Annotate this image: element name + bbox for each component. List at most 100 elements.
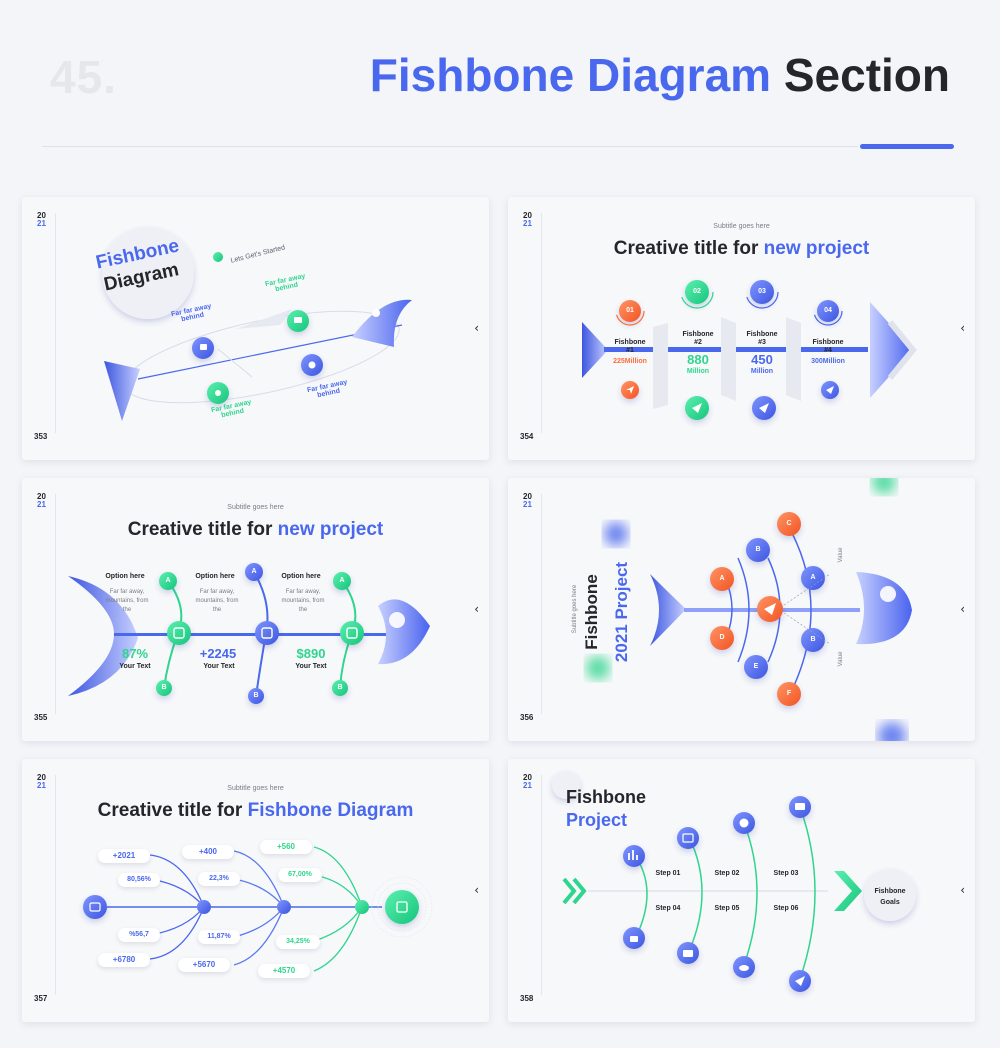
fin-1 <box>236 309 292 329</box>
home-icon <box>385 890 419 924</box>
node-label: A <box>810 574 816 581</box>
home-icon <box>167 621 191 645</box>
option-heading: Option here <box>195 573 235 580</box>
fishbone-steps-illustration <box>582 275 917 420</box>
option-heading: Option here <box>105 573 145 580</box>
slide-subtitle: Subtitle goes here <box>572 584 578 634</box>
header-divider <box>42 146 858 147</box>
slide-title-line2: Project <box>566 810 628 830</box>
fishbone-flow-illustration <box>83 846 433 972</box>
value-pill: +400 <box>182 845 234 859</box>
option-caption: Your Text <box>203 663 235 670</box>
node-b <box>248 688 264 704</box>
chevron-right-icon <box>834 871 862 911</box>
node-label: A <box>165 577 171 584</box>
slide-title: Creative title for new project <box>613 238 870 259</box>
chevron-left-icon[interactable]: ‹ <box>474 321 479 335</box>
section-number: 45. <box>50 51 117 103</box>
node-a <box>333 572 351 590</box>
step-label: Step 05 <box>714 905 740 912</box>
step-unit: Million <box>750 368 774 375</box>
step-badge-03 <box>750 280 774 304</box>
value-pill: 80,56% <box>118 873 160 887</box>
value-pill: +5670 <box>178 958 230 972</box>
chevron-right-icon <box>197 900 211 914</box>
slide-rule <box>55 775 56 995</box>
fish-head <box>352 299 412 347</box>
fish-tail <box>68 576 138 696</box>
option-body: Far far away, mountains, from the <box>105 589 149 613</box>
node-label: B <box>337 684 343 691</box>
value-pill: 11,87% <box>198 930 240 944</box>
page-number: 355 <box>34 713 48 722</box>
page-number: 358 <box>520 994 534 1003</box>
value-label: Value <box>838 651 844 667</box>
node-b <box>156 680 172 696</box>
node-a <box>159 572 177 590</box>
step-unit: Million <box>686 368 710 375</box>
section-title-blue: Fishbone Diagram <box>369 49 772 101</box>
fish-tail <box>650 574 686 646</box>
node-label: A <box>339 577 345 584</box>
step-name: Fishbone#3 <box>746 331 778 346</box>
chevron-right-icon <box>277 900 291 914</box>
node-label: A <box>719 575 725 582</box>
slide-title: Creative title for new project <box>127 519 384 540</box>
node-label: F <box>786 690 792 697</box>
page-number: 353 <box>34 432 48 441</box>
slide-subtitle: Subtitle goes here <box>713 223 770 230</box>
node-label: A <box>251 568 257 575</box>
calendar-icon <box>677 827 699 849</box>
node-label: B <box>253 692 259 699</box>
step-label: Step 02 <box>714 870 740 877</box>
chevron-left-icon[interactable]: ‹ <box>474 602 479 616</box>
step-number: 04 <box>824 307 832 314</box>
chevron-left-icon[interactable]: ‹ <box>960 883 965 897</box>
slide-title-line1: Fishbone <box>566 787 646 807</box>
section-title-dark: Section <box>783 49 950 101</box>
value-pill: +2021 <box>98 849 150 863</box>
fish-tail <box>582 322 608 378</box>
page-number: 354 <box>520 432 534 441</box>
step-label: Step 03 <box>773 870 799 877</box>
goal-bubble <box>864 869 916 921</box>
fish-head <box>378 599 430 665</box>
step-number: 02 <box>693 288 701 295</box>
step-value: 450 <box>751 352 773 367</box>
chevron-right-icon <box>355 900 369 914</box>
step-badge-02 <box>685 280 709 304</box>
value-pill: %56,7 <box>118 928 160 942</box>
option-body: Far far away, mountains, from the <box>195 589 239 613</box>
bar-chart-icon <box>623 845 645 867</box>
step-label: Step 06 <box>773 905 799 912</box>
node-b <box>332 680 348 696</box>
slide-title-line2: 2021 Project <box>612 561 631 663</box>
value-label: Value <box>838 547 844 563</box>
chevron-left-icon[interactable]: ‹ <box>960 602 965 616</box>
slide-rule <box>55 213 56 433</box>
step-value: 225Million <box>613 358 647 365</box>
image-icon <box>255 621 279 645</box>
node-a <box>245 563 263 581</box>
fish-eye <box>389 612 405 628</box>
chevron-left-icon[interactable]: ‹ <box>960 321 965 335</box>
fishbone-project-illustration <box>586 478 912 741</box>
option-caption: Your Text <box>119 663 151 670</box>
step-name: Fishbone#2 <box>682 331 714 346</box>
tag-bullet-icon <box>213 252 223 262</box>
double-chevron-icon <box>562 877 587 905</box>
slide-subtitle: Subtitle goes here <box>227 785 284 792</box>
step-badge-04 <box>817 300 839 322</box>
chevron-left-icon[interactable]: ‹ <box>474 883 479 897</box>
value-pill: 67,00% <box>278 868 322 882</box>
slide-rule <box>55 494 56 714</box>
value-pill: +6780 <box>98 953 150 967</box>
